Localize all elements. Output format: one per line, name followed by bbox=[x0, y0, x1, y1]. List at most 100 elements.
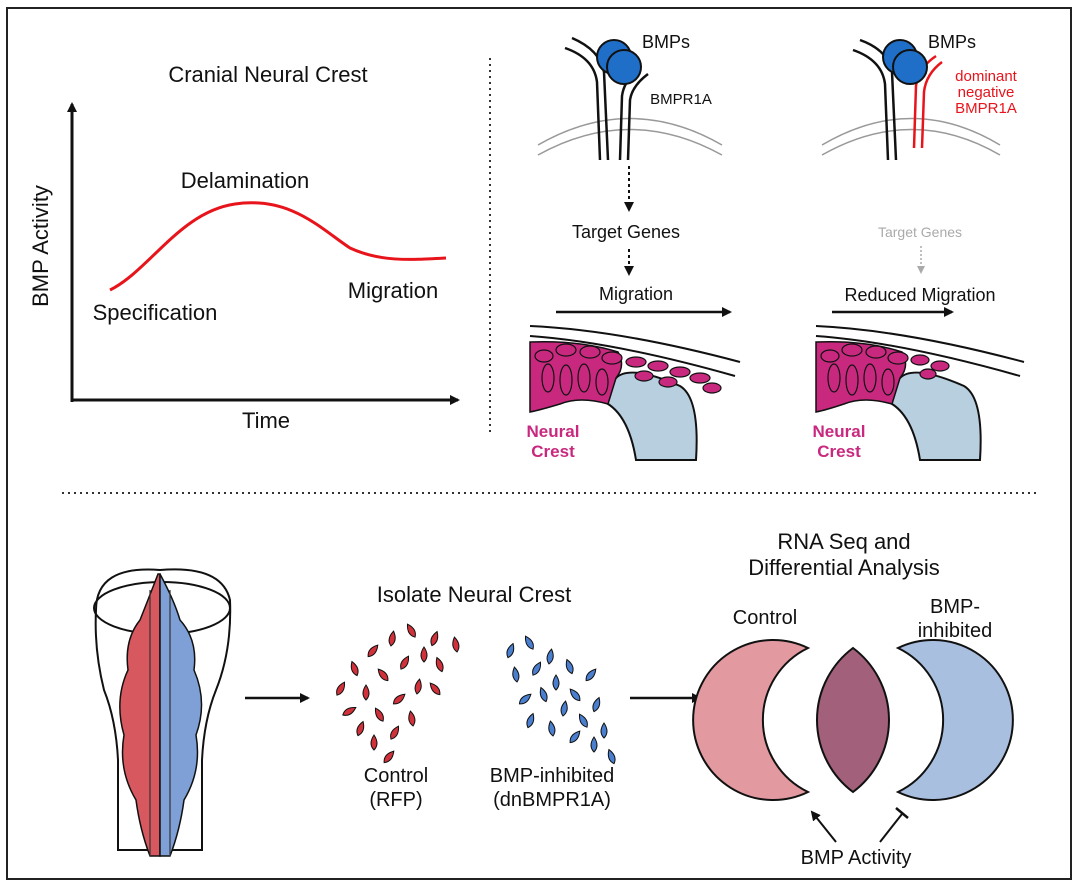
receptor-bmpr1a bbox=[571, 36, 610, 161]
receptor-bmpr1a bbox=[564, 46, 602, 161]
venn-inhibited-label: inhibited bbox=[918, 620, 993, 642]
isolated-cell bbox=[392, 693, 406, 705]
bmp-activity-graph: Cranial Neural Crest BMP Activity Time D… bbox=[28, 62, 460, 433]
receptor-dominant-negative bbox=[920, 61, 943, 149]
cell-membrane bbox=[821, 117, 1001, 146]
stage-label-specification: Specification bbox=[93, 300, 218, 325]
isolated-cell bbox=[383, 750, 395, 764]
isolated-cell bbox=[592, 696, 601, 713]
venn-inhibited-unique bbox=[895, 639, 1014, 801]
isolated-cell bbox=[506, 642, 515, 659]
y-axis-label: BMP Activity bbox=[28, 185, 53, 307]
isolated-cell bbox=[524, 635, 534, 650]
isolated-cell bbox=[342, 706, 357, 716]
isolated-cell bbox=[388, 630, 396, 647]
isolated-cell bbox=[590, 736, 598, 753]
venn-control-unique bbox=[692, 639, 811, 801]
rna-seq-title: RNA Seq and bbox=[777, 529, 910, 554]
isolated-cell bbox=[390, 725, 400, 740]
isolated-cell bbox=[565, 658, 574, 675]
bmp-inhibition-line bbox=[879, 813, 903, 843]
isolated-cell bbox=[435, 656, 444, 673]
graph-title: Cranial Neural Crest bbox=[168, 62, 367, 87]
inhibited-cells-label: BMP-inhibited bbox=[490, 765, 615, 787]
isolated-cell bbox=[370, 734, 378, 751]
neural-crest-label: Crest bbox=[817, 442, 861, 461]
neural-crest-cells bbox=[534, 343, 722, 396]
inhibited-signaling-panel: BMPs dominant negative BMPR1A Target Gen… bbox=[813, 32, 1025, 461]
isolated-inhibited-cells bbox=[506, 635, 616, 765]
isolated-cell bbox=[569, 730, 581, 744]
neural-crest-tissue: Neural Crest bbox=[813, 325, 1025, 461]
ectoderm bbox=[529, 325, 741, 363]
neural-crest-label: Neural bbox=[813, 422, 866, 441]
isolate-neural-crest-label: Isolate Neural Crest bbox=[377, 582, 571, 607]
isolated-cell bbox=[408, 710, 416, 727]
isolated-cell bbox=[430, 630, 439, 647]
isolated-cell bbox=[414, 678, 422, 695]
target-genes-label-faded: Target Genes bbox=[878, 224, 962, 240]
migration-label: Migration bbox=[599, 284, 673, 304]
isolated-cell bbox=[607, 748, 616, 765]
neural-crest-mass bbox=[815, 340, 907, 413]
receptor-wildtype bbox=[852, 48, 890, 161]
bmp-ligand bbox=[606, 49, 642, 85]
figure-border bbox=[6, 7, 1072, 880]
isolated-cell bbox=[336, 681, 346, 696]
bmp-inhibition-bar bbox=[895, 807, 909, 819]
reduced-migration-label: Reduced Migration bbox=[844, 285, 995, 305]
bmp-activity-label: BMP Activity bbox=[801, 847, 912, 869]
isolated-cell bbox=[452, 636, 460, 653]
isolated-cell bbox=[356, 720, 365, 737]
neural-tube bbox=[882, 371, 982, 461]
neural-crest-tissue: Neural Crest bbox=[527, 325, 741, 461]
isolated-cell bbox=[546, 648, 554, 665]
neural-crest-mass bbox=[529, 340, 623, 413]
target-genes-label: Target Genes bbox=[572, 222, 680, 242]
embryo-illustration bbox=[93, 568, 232, 857]
rna-seq-venn: RNA Seq and Differential Analysis Contro… bbox=[692, 529, 1014, 869]
venn-inhibited-label: BMP- bbox=[930, 596, 980, 618]
isolated-cell bbox=[512, 666, 520, 683]
isolated-cell bbox=[539, 686, 548, 703]
isolated-cell bbox=[350, 660, 359, 677]
x-axis-label: Time bbox=[242, 408, 290, 433]
cell-membrane bbox=[821, 128, 1001, 156]
isolated-cell bbox=[377, 668, 389, 682]
isolated-cell bbox=[429, 682, 441, 696]
neural-tube bbox=[598, 371, 698, 461]
isolated-cell bbox=[406, 623, 416, 638]
isolated-cell bbox=[420, 646, 428, 663]
isolated-cell bbox=[548, 720, 556, 737]
isolated-cell bbox=[569, 688, 581, 702]
bmps-label: BMPs bbox=[642, 32, 690, 52]
control-signaling-panel: BMPs BMPR1A Target Genes Migration bbox=[527, 32, 741, 461]
ectoderm bbox=[529, 335, 736, 377]
control-cells-label: (RFP) bbox=[369, 789, 422, 811]
isolated-cell bbox=[585, 668, 597, 682]
isolated-cell bbox=[578, 713, 588, 728]
bmp-activation-arrow bbox=[810, 810, 837, 843]
dominant-negative-label: BMPR1A bbox=[955, 100, 1017, 117]
venn-overlap bbox=[816, 646, 890, 794]
isolated-cell bbox=[400, 655, 410, 670]
rna-seq-title: Differential Analysis bbox=[748, 555, 940, 580]
dominant-negative-label: dominant bbox=[955, 68, 1018, 85]
isolated-cell bbox=[362, 684, 370, 701]
bmps-label: BMPs bbox=[928, 32, 976, 52]
isolated-cell bbox=[532, 661, 542, 676]
isolated-cell bbox=[518, 693, 532, 705]
inhibited-cells-label: (dnBMPR1A) bbox=[493, 789, 611, 811]
isolated-cell bbox=[367, 644, 379, 658]
stage-label-migration: Migration bbox=[348, 278, 438, 303]
venn-control-label: Control bbox=[733, 607, 797, 629]
dominant-negative-label: negative bbox=[958, 84, 1015, 101]
bmpr1a-label: BMPR1A bbox=[650, 91, 712, 108]
isolated-cell bbox=[560, 700, 568, 717]
ectoderm bbox=[815, 325, 1025, 363]
neural-crest-cells bbox=[820, 343, 950, 396]
isolated-cell bbox=[552, 674, 560, 691]
neural-crest-label: Crest bbox=[531, 442, 575, 461]
isolated-cell bbox=[526, 712, 535, 729]
control-cells-label: Control bbox=[364, 765, 428, 787]
